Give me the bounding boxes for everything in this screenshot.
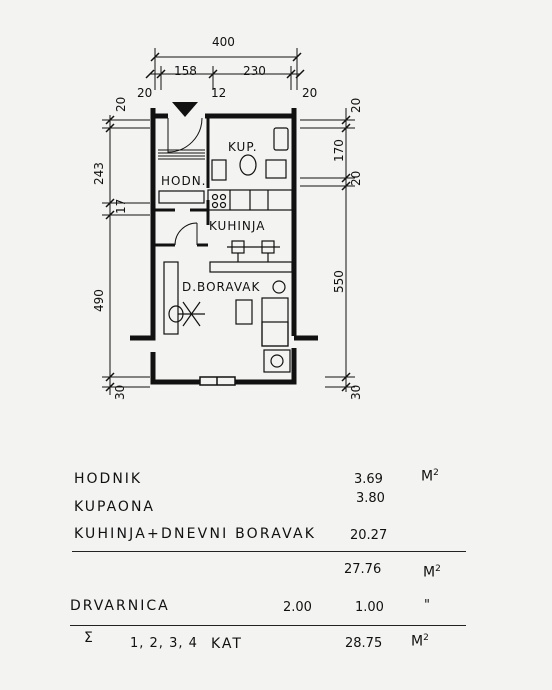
room-label-hodnik: HODN.: [161, 174, 207, 188]
dim-left-bottom: 30: [113, 385, 127, 400]
wall-left: [130, 108, 156, 341]
subtotal-divider: [72, 551, 466, 552]
dim-top-total: 400: [212, 35, 235, 49]
dim-left-mid: 243: [92, 162, 106, 185]
dim-left-top: 20: [114, 97, 128, 112]
subtotal-value: 27.76: [344, 562, 382, 577]
total-floors: 1, 2, 3, 4: [130, 636, 198, 651]
bed-icon: [163, 261, 179, 335]
dim-wall-mid: 12: [211, 86, 226, 100]
area-row-kuhinja-value: 20.27: [350, 528, 388, 543]
room-label-kuhinja: KUHINJA: [209, 219, 265, 233]
area-row-hodnik-unit: M2: [421, 468, 439, 485]
drvarnica-value-1: 2.00: [283, 600, 312, 615]
coffee-table: [235, 299, 253, 325]
heater-icon: [263, 349, 291, 373]
room-label-boravak: D.BORAVAK: [182, 280, 260, 294]
area-row-hodnik-value: 3.69: [354, 472, 383, 487]
dim-top-left: 158: [174, 64, 197, 78]
floor-plan: 400 158 230 20 12 20 20 243 17 490 30 20…: [92, 35, 363, 400]
total-kat: KAT: [211, 636, 243, 652]
stove-icon: [211, 193, 219, 201]
total-unit: M2: [411, 633, 429, 650]
wardrobe-icon: [158, 190, 205, 204]
dim-wall-left: 20: [137, 86, 152, 100]
subtotal-unit: M2: [423, 564, 441, 581]
dim-right-bottom: 30: [349, 385, 363, 400]
area-row-kuhinja-name: KUHINJA+DNEVNI BORAVAK: [74, 526, 317, 542]
dining-table: [209, 261, 293, 273]
dim-top-right: 230: [243, 64, 266, 78]
area-row-hodnik-name: HODNIK: [74, 471, 143, 487]
sum-icon: Σ: [84, 630, 93, 646]
lamp-icon: [272, 280, 286, 294]
entrance-arrow-icon: [172, 102, 198, 117]
dim-right-mid: 170: [332, 139, 346, 162]
area-row-kupaona-value: 3.80: [356, 491, 385, 506]
sink-icon: [265, 159, 287, 179]
total-value: 28.75: [345, 636, 383, 651]
dim-left-low: 490: [92, 289, 106, 312]
drvarnica-name: DRVARNICA: [70, 598, 170, 614]
bathtub-icon: [273, 127, 289, 151]
drvarnica-mark: ": [424, 598, 430, 613]
dim-wall-right: 20: [302, 86, 317, 100]
total-divider: [70, 625, 466, 626]
toilet-icon: [239, 154, 257, 176]
drvarnica-value-2: 1.00: [355, 600, 384, 615]
area-row-kupaona-name: KUPAONA: [74, 499, 155, 515]
dim-right-low: 550: [332, 270, 346, 293]
room-label-kupaona: KUP.: [228, 140, 258, 154]
dim-right-gap: 20: [349, 171, 363, 186]
dim-left-gap: 17: [114, 199, 128, 214]
dim-right-top: 20: [349, 98, 363, 113]
